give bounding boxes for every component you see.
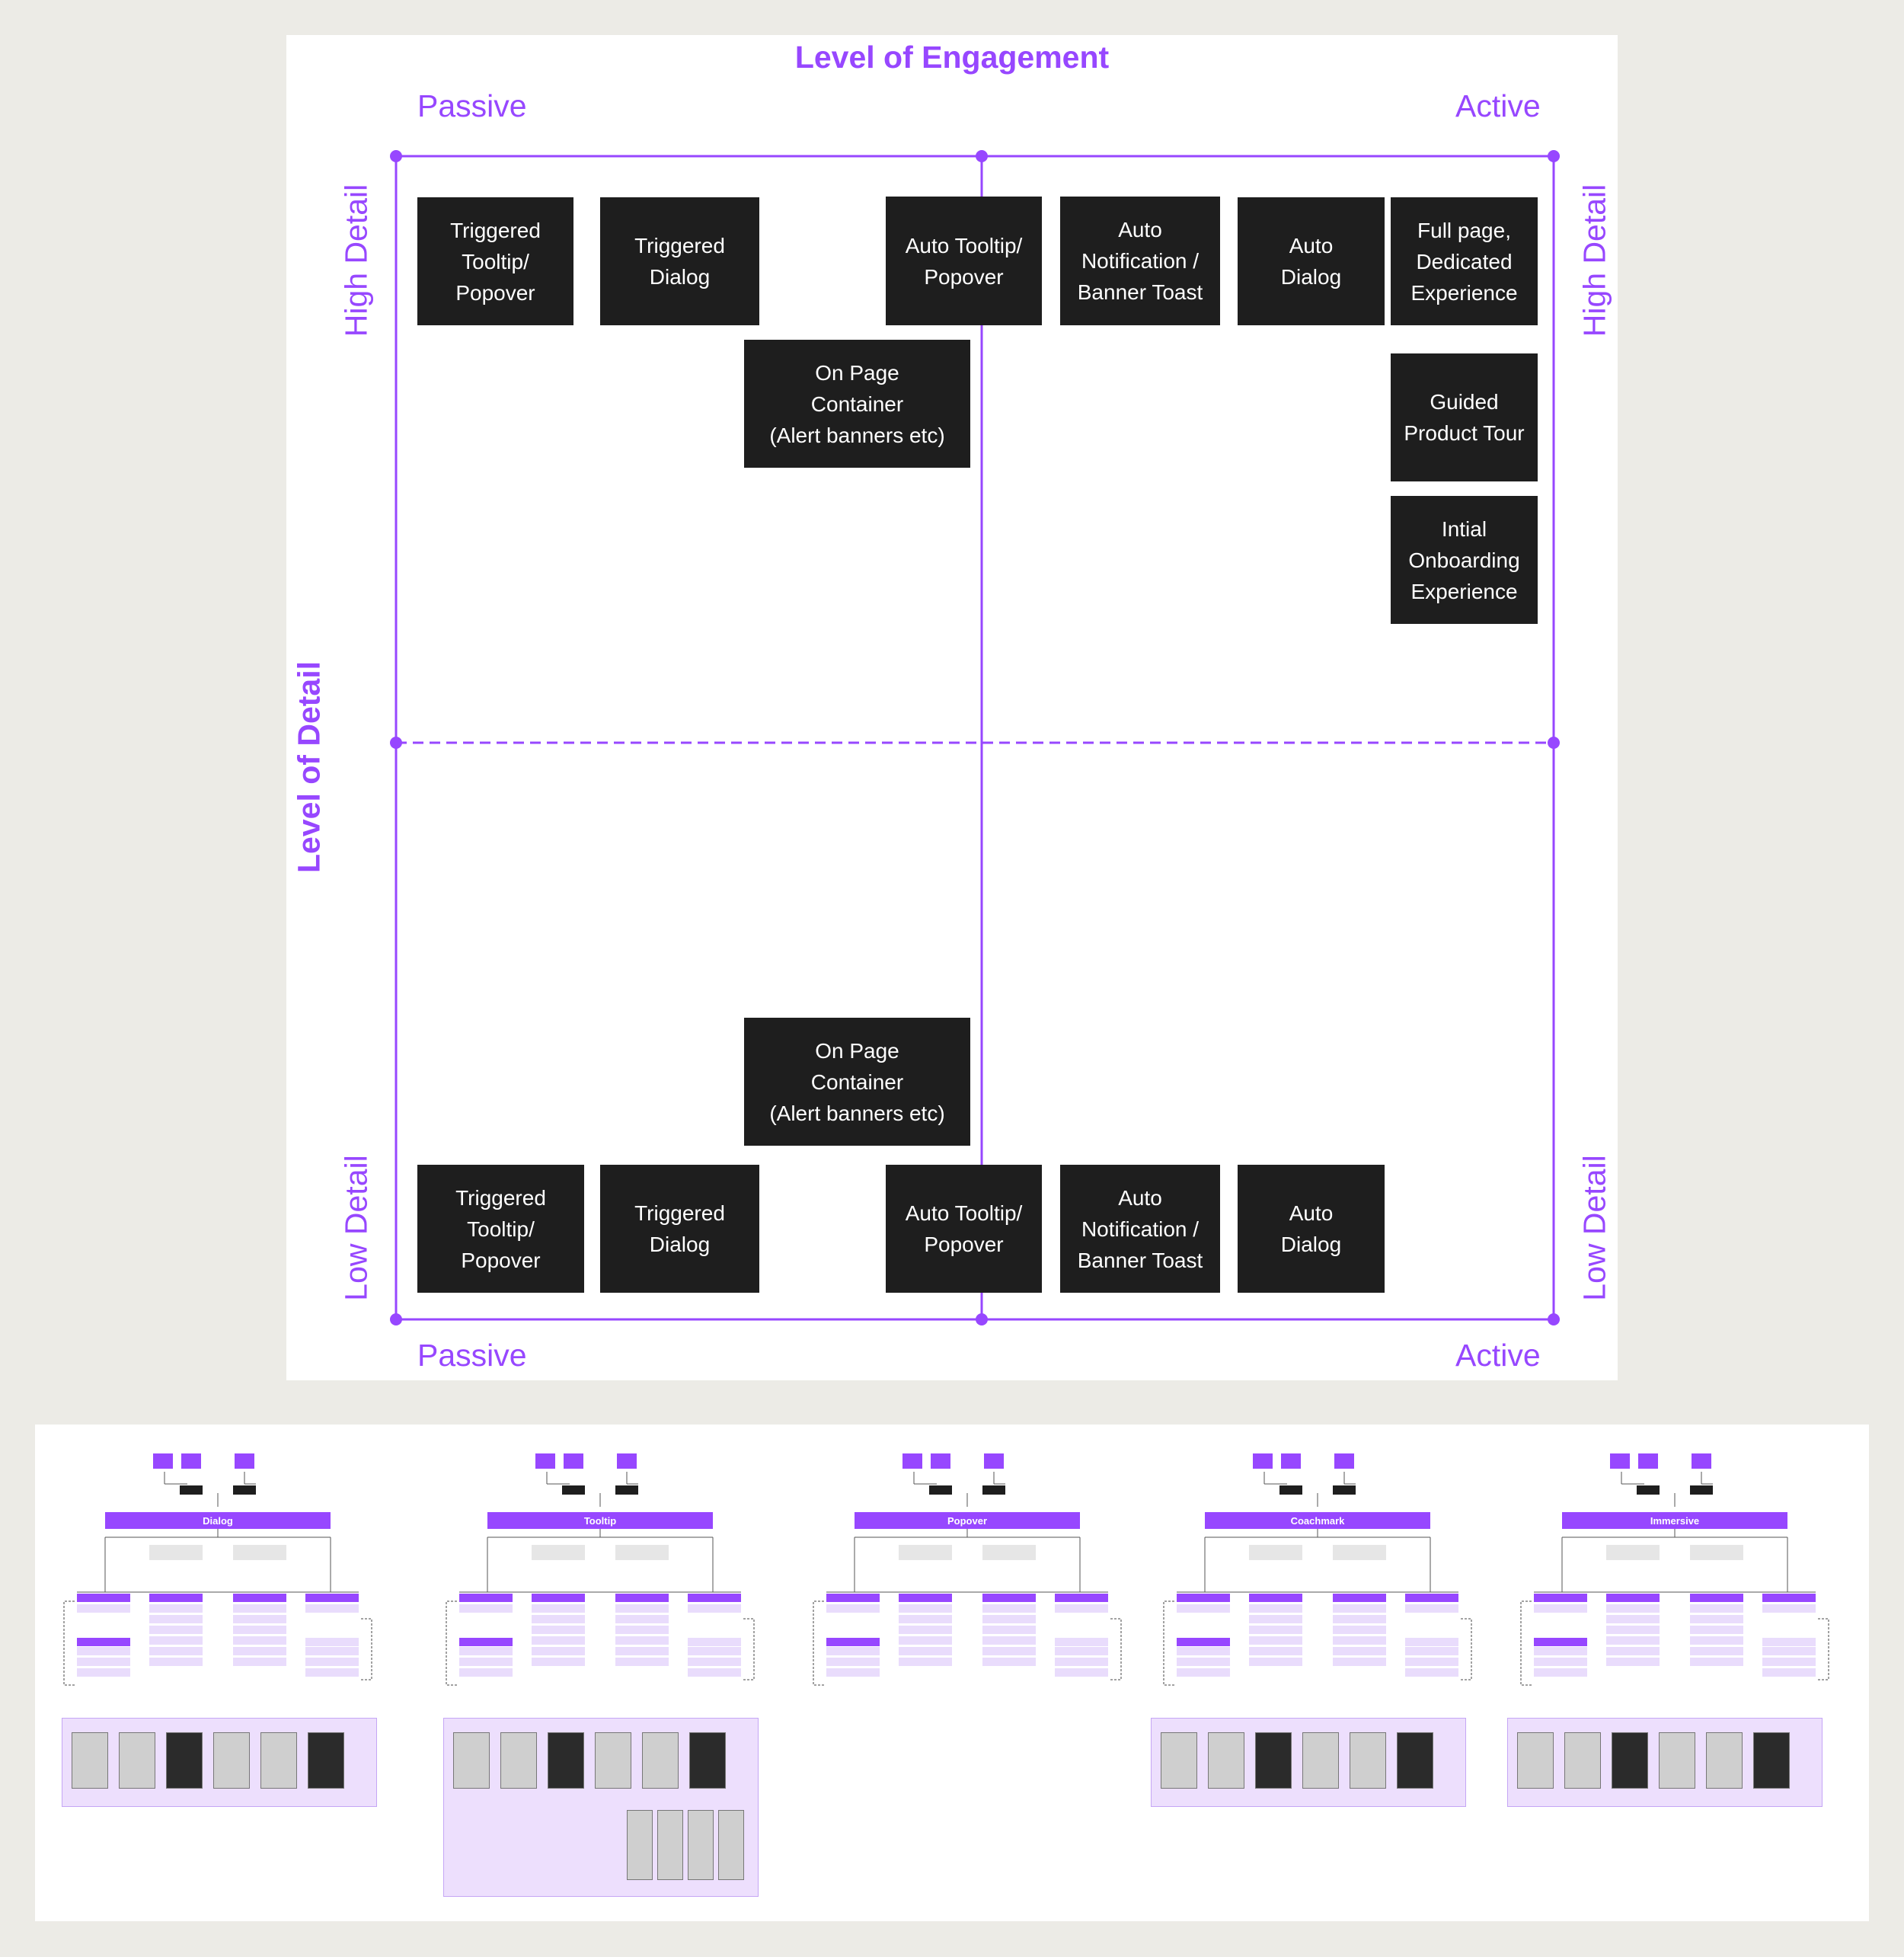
phone-screenshot bbox=[1659, 1732, 1695, 1789]
item-auto-tooltip-popover-high: Auto Tooltip/ Popover bbox=[886, 197, 1042, 325]
corner-dot bbox=[390, 150, 402, 162]
attribute-node bbox=[1534, 1604, 1587, 1613]
attribute-node bbox=[1762, 1638, 1816, 1646]
component-flows-panel: Dialog Tooltip Popover Coachmark Immersi… bbox=[35, 1425, 1869, 1921]
corner-dot bbox=[390, 1313, 402, 1325]
action-node bbox=[1637, 1485, 1660, 1495]
attribute-node bbox=[1762, 1604, 1816, 1613]
item-on-page-container-low: On Page Container (Alert banners etc) bbox=[744, 1018, 970, 1146]
label-low-detail-right: Low Detail bbox=[1577, 1155, 1613, 1300]
label-high-detail-left: High Detail bbox=[339, 184, 375, 337]
attribute-node bbox=[1762, 1594, 1816, 1602]
item-triggered-tooltip-popover-low: Triggered Tooltip/ Popover bbox=[417, 1165, 584, 1293]
item-triggered-tooltip-popover-high: Triggered Tooltip/ Popover bbox=[417, 197, 573, 325]
attribute-node bbox=[1690, 1594, 1743, 1602]
label-passive-top: Passive bbox=[417, 88, 527, 124]
corner-dot bbox=[1548, 737, 1560, 749]
corner-dot bbox=[390, 737, 402, 749]
item-initial-onboarding-experience: Intial Onboarding Experience bbox=[1391, 496, 1538, 624]
item-auto-dialog-high: Auto Dialog bbox=[1238, 197, 1385, 325]
passive-node bbox=[1690, 1545, 1743, 1560]
attribute-node bbox=[1606, 1604, 1660, 1613]
item-full-page-dedicated-experience: Full page, Dedicated Experience bbox=[1391, 197, 1538, 325]
phone-screenshot bbox=[1517, 1732, 1554, 1789]
attribute-node bbox=[1690, 1647, 1743, 1655]
label-active-top: Active bbox=[1455, 88, 1541, 124]
attribute-node bbox=[1690, 1636, 1743, 1645]
action-node bbox=[1690, 1485, 1713, 1495]
label-low-detail-left: Low Detail bbox=[339, 1155, 375, 1300]
attribute-node bbox=[1606, 1636, 1660, 1645]
trigger-node bbox=[1692, 1453, 1711, 1469]
attribute-node bbox=[1606, 1594, 1660, 1602]
item-guided-product-tour: Guided Product Tour bbox=[1391, 353, 1538, 481]
optional-node bbox=[1534, 1668, 1587, 1677]
optional-node bbox=[1534, 1658, 1587, 1666]
phone-screenshot bbox=[1753, 1732, 1790, 1789]
optional-node bbox=[1762, 1668, 1816, 1677]
item-auto-notification-banner-toast-high: Auto Notification / Banner Toast bbox=[1060, 197, 1220, 325]
item-triggered-dialog-low: Triggered Dialog bbox=[600, 1165, 759, 1293]
optional-node bbox=[1762, 1647, 1816, 1655]
item-auto-notification-banner-toast-low: Auto Notification / Banner Toast bbox=[1060, 1165, 1220, 1293]
optional-node bbox=[1762, 1658, 1816, 1666]
attribute-node bbox=[1606, 1658, 1660, 1666]
item-triggered-dialog-high: Triggered Dialog bbox=[600, 197, 759, 325]
corner-dot bbox=[976, 1313, 988, 1325]
item-auto-dialog-low: Auto Dialog bbox=[1238, 1165, 1385, 1293]
engagement-detail-matrix: Level of Engagement Passive Active Passi… bbox=[286, 35, 1618, 1380]
attribute-node bbox=[1534, 1594, 1587, 1602]
attribute-node bbox=[1690, 1626, 1743, 1634]
flow-title-bar: Immersive bbox=[1562, 1512, 1787, 1529]
phone-screenshot bbox=[1564, 1732, 1601, 1789]
item-auto-tooltip-popover-low: Auto Tooltip/ Popover bbox=[886, 1165, 1042, 1293]
label-passive-bottom: Passive bbox=[417, 1338, 527, 1373]
attribute-node bbox=[1690, 1615, 1743, 1623]
attribute-node bbox=[1606, 1626, 1660, 1634]
phone-screenshot bbox=[1612, 1732, 1648, 1789]
attribute-node bbox=[1606, 1647, 1660, 1655]
attribute-node bbox=[1606, 1615, 1660, 1623]
attribute-node bbox=[1690, 1658, 1743, 1666]
item-on-page-container-high: On Page Container (Alert banners etc) bbox=[744, 340, 970, 468]
optional-node bbox=[1534, 1647, 1587, 1655]
phone-screenshot bbox=[1706, 1732, 1743, 1789]
example-screens-board bbox=[1507, 1718, 1823, 1807]
attribute-node bbox=[1690, 1604, 1743, 1613]
label-high-detail-right: High Detail bbox=[1577, 184, 1613, 337]
y-axis-title: Level of Detail bbox=[292, 661, 327, 873]
active-node bbox=[1606, 1545, 1660, 1560]
matrix-title: Level of Engagement bbox=[286, 40, 1618, 75]
label-active-bottom: Active bbox=[1455, 1338, 1541, 1373]
corner-dot bbox=[1548, 1313, 1560, 1325]
trigger-node bbox=[1638, 1453, 1658, 1469]
attribute-node bbox=[1534, 1638, 1587, 1646]
corner-dot bbox=[1548, 150, 1560, 162]
trigger-node bbox=[1610, 1453, 1630, 1469]
corner-dot bbox=[976, 150, 988, 162]
flow-connectors bbox=[35, 1425, 1869, 1921]
